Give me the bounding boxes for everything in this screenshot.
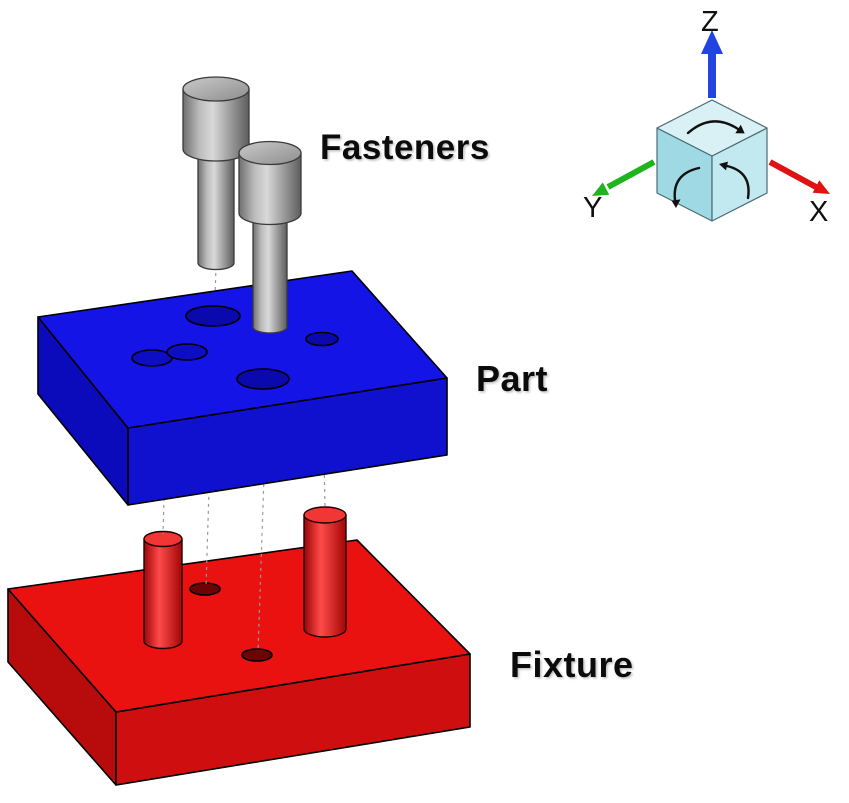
fastener-shaft	[252, 203, 288, 334]
alignment-line-fastener1	[205, 265, 217, 587]
rotation-arrow-y-head	[671, 199, 681, 208]
rotation-arrow-z	[686, 120, 740, 135]
fastener-head	[238, 152, 302, 226]
triad-cube	[656, 99, 768, 222]
part-slot	[131, 343, 208, 367]
part-hole-1	[185, 305, 241, 327]
y-axis-shaft	[606, 159, 656, 190]
cube-top-face	[656, 99, 768, 157]
pin-top	[143, 530, 183, 548]
pin-body	[303, 514, 347, 638]
coordinate-triad	[592, 30, 830, 222]
fixture-hole-2	[241, 648, 273, 662]
y-axis-arrow	[592, 159, 656, 196]
z-axis-arrow	[701, 30, 723, 98]
rotation-arrow-z-head	[735, 124, 745, 134]
fastener-head-top	[182, 76, 250, 102]
fasteners-label: Fasteners	[320, 128, 490, 167]
x-axis-shaft	[768, 159, 818, 190]
part-slot-circle-1	[131, 349, 173, 367]
fixture-hole-1	[189, 582, 221, 596]
pin-top	[303, 506, 347, 524]
part-block	[37, 270, 448, 506]
fastener-1	[182, 76, 250, 271]
fixture-top-face	[7, 539, 471, 713]
pin-body	[143, 538, 183, 650]
fastener-head-top	[238, 140, 302, 166]
y-axis-label: Y	[583, 192, 603, 224]
part-slot-circle-2	[166, 343, 208, 361]
part-label: Part	[476, 358, 549, 399]
y-axis-head	[592, 182, 610, 196]
x-axis-label: X	[809, 196, 829, 228]
fastener-2	[238, 140, 302, 334]
z-axis-label: Z	[701, 6, 719, 38]
rotation-arrows	[671, 120, 750, 208]
rotation-arrow-x-head	[719, 161, 728, 171]
rotation-arrow-y	[673, 166, 701, 202]
rotation-arrow-x	[725, 164, 750, 200]
z-axis-head	[701, 30, 723, 54]
part-hole-2	[305, 331, 339, 347]
fastener-shaft	[197, 139, 235, 271]
fixture-label: Fixture	[510, 644, 634, 685]
locating-pin-2	[303, 506, 347, 638]
part-hole-3	[236, 368, 290, 390]
x-axis-arrow	[768, 159, 830, 194]
fixture-block	[7, 539, 471, 786]
locating-pin-1	[143, 530, 183, 650]
x-axis-head	[812, 180, 830, 194]
part-top-face	[37, 270, 448, 429]
alignment-line-fastener2	[257, 329, 270, 653]
